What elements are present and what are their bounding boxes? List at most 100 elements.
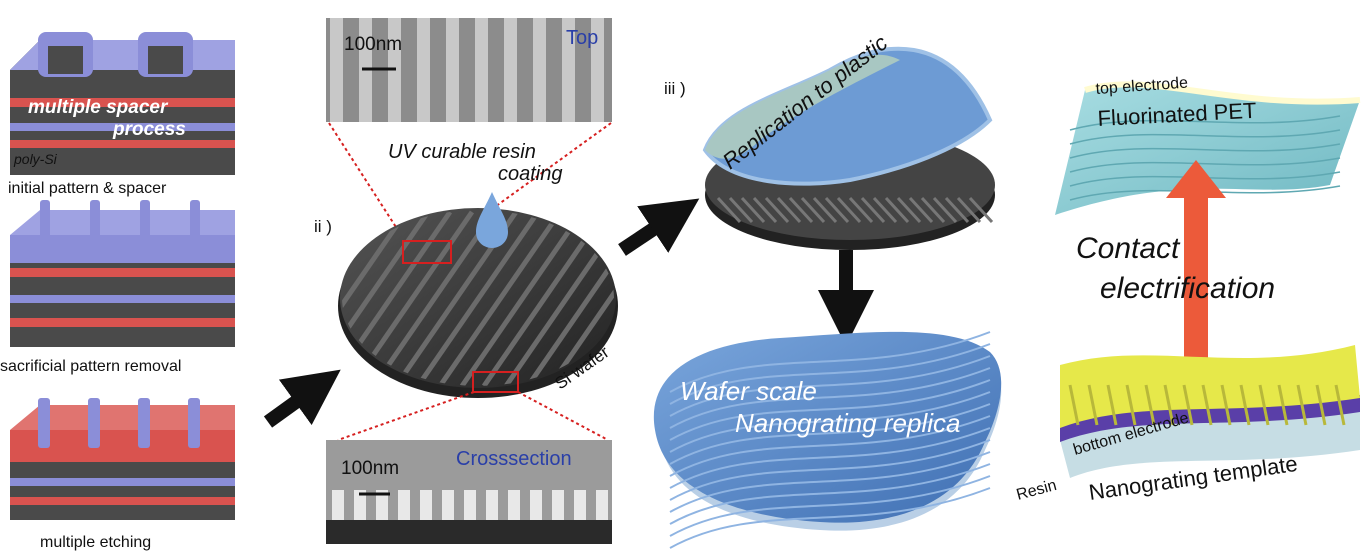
sem-region-box xyxy=(402,240,452,264)
template-ridge xyxy=(1182,384,1194,426)
zoom-line xyxy=(517,391,609,441)
resin-label-line1: UV curable resin xyxy=(388,141,536,163)
template-ridge xyxy=(1068,384,1080,426)
sem-tooth xyxy=(376,490,388,520)
peel-groove xyxy=(800,196,826,224)
peel-groove xyxy=(752,196,778,224)
template-ridge xyxy=(1239,384,1251,426)
replica-groove xyxy=(669,403,991,465)
sem-crosssection-image xyxy=(326,440,612,544)
step2-caption: sacrificial pattern removal xyxy=(0,358,181,375)
template-ridge xyxy=(1201,384,1213,426)
peel-groove xyxy=(884,196,910,224)
template-ridge xyxy=(1163,384,1175,426)
sem-stripe xyxy=(591,18,604,122)
template-ridge xyxy=(1315,384,1327,426)
template-ridge xyxy=(1296,384,1308,426)
step1-caption: initial pattern & spacer xyxy=(8,180,167,197)
sem-stripe xyxy=(562,18,575,122)
template-ridge xyxy=(1277,384,1289,426)
contact-label-line2: electrification xyxy=(1100,272,1275,305)
sem-tooth xyxy=(398,490,410,520)
replica-groove xyxy=(669,439,991,501)
film-line xyxy=(1069,115,1341,131)
sem-stripe xyxy=(475,18,488,122)
si-wafer xyxy=(338,208,618,398)
film-line xyxy=(1069,129,1341,145)
replica-groove xyxy=(669,463,991,525)
peel-groove xyxy=(944,196,970,224)
sem-stripe xyxy=(533,18,546,122)
top-electrode-label: top electrode xyxy=(1095,75,1189,98)
sem-tooth xyxy=(420,490,432,520)
arrow-to-replication xyxy=(618,198,700,256)
template-ridge xyxy=(1258,384,1270,426)
replication-peel xyxy=(702,46,995,250)
sem-cross-view-label: Crosssection xyxy=(456,448,572,470)
sem-tooth xyxy=(596,490,608,520)
sem-tooth xyxy=(332,490,344,520)
nanograting-template xyxy=(1060,345,1360,478)
sem-tooth xyxy=(486,490,498,520)
sem-stripe xyxy=(417,18,430,122)
nanograting-replica xyxy=(653,331,1002,549)
peel-groove xyxy=(740,196,766,224)
peel-groove xyxy=(788,196,814,224)
peel-groove xyxy=(932,196,958,224)
resin-label-line2: coating xyxy=(498,163,563,185)
resin-layer-label: Resin xyxy=(1015,477,1059,504)
sem-tooth xyxy=(508,490,520,520)
step1-inner-label-line1: multiple spacer xyxy=(28,97,169,118)
sem-stripe xyxy=(330,18,343,122)
arrow-to-wafer xyxy=(263,369,341,428)
step1-stack xyxy=(10,32,235,175)
peel-groove xyxy=(896,196,922,224)
replica-groove xyxy=(669,451,991,513)
sem-region-box xyxy=(472,371,519,393)
sem-tooth xyxy=(574,490,586,520)
peel-groove xyxy=(908,196,934,224)
step-iii-label: iii ) xyxy=(664,79,686,98)
wafer-groove xyxy=(547,210,614,386)
zoom-line xyxy=(328,122,404,239)
resin-droplet-icon xyxy=(476,192,508,248)
template-ridge xyxy=(1220,384,1232,426)
replica-groove xyxy=(669,379,991,441)
wafer-groove xyxy=(459,210,585,386)
replica-groove xyxy=(669,331,991,393)
peel-groove xyxy=(968,196,994,224)
template-ridge xyxy=(1106,384,1118,426)
peel-groove xyxy=(836,196,862,224)
peel-groove xyxy=(848,196,874,224)
peel-groove xyxy=(956,196,982,224)
peel-groove xyxy=(716,196,742,224)
template-ridge xyxy=(1334,384,1346,426)
sem-tooth xyxy=(530,490,542,520)
sem-top-scale-label: 100nm xyxy=(344,34,402,55)
sem-stripe xyxy=(446,18,459,122)
replica-groove xyxy=(669,427,991,489)
sem-tooth xyxy=(354,490,366,520)
wafer-groove xyxy=(437,210,563,386)
sem-tooth xyxy=(442,490,454,520)
step1-inner-label-line2: process xyxy=(112,119,186,140)
template-ridge xyxy=(1144,384,1156,426)
peel-groove xyxy=(812,196,838,224)
template-ridge xyxy=(1087,384,1099,426)
replica-groove xyxy=(669,487,991,549)
peel-groove xyxy=(872,196,898,224)
fluorinated-pet-film xyxy=(1055,81,1361,215)
replica-groove xyxy=(669,343,991,405)
sem-stripe xyxy=(504,18,517,122)
peel-groove xyxy=(776,196,802,224)
replica-label-line2: Nanograting replica xyxy=(735,408,960,438)
template-ridge xyxy=(1125,384,1137,426)
peel-groove xyxy=(920,196,946,224)
peel-groove xyxy=(824,196,850,224)
step3-stack xyxy=(10,398,235,520)
replica-groove xyxy=(669,475,991,537)
sem-tooth xyxy=(464,490,476,520)
wafer-groove xyxy=(371,210,497,386)
sem-tooth xyxy=(552,490,564,520)
